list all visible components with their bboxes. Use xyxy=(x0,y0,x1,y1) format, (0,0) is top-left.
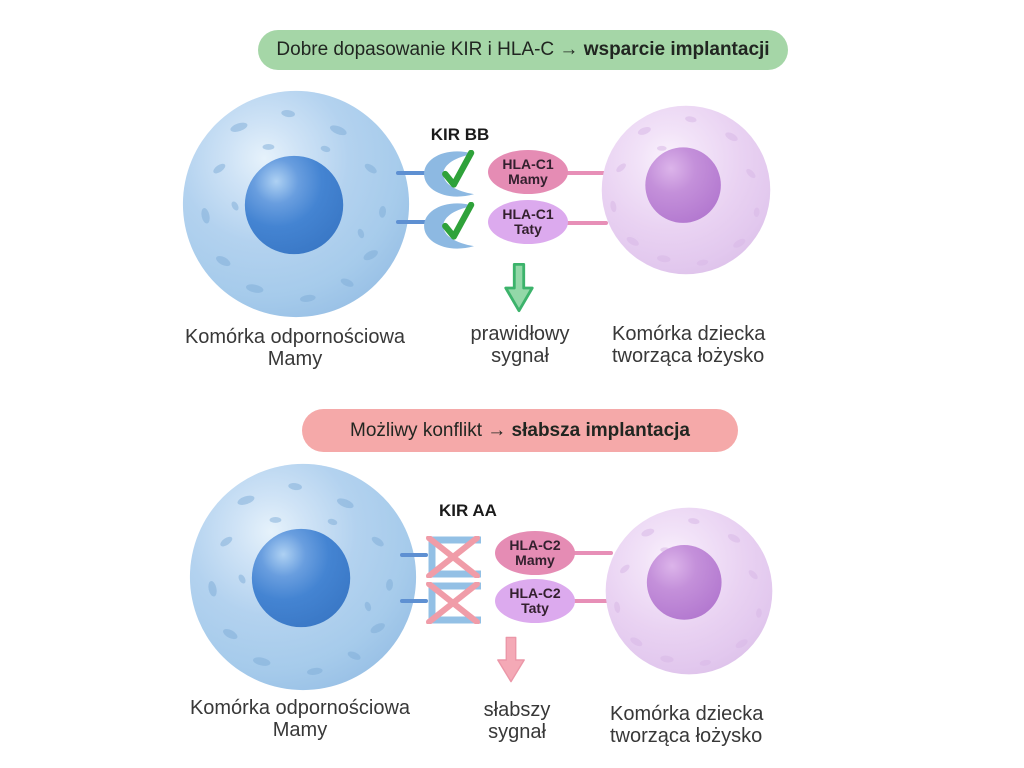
cell-speckles xyxy=(610,116,760,266)
hla-c1-taty-oval: HLA-C1 Taty xyxy=(488,200,568,244)
connector-line xyxy=(396,220,428,224)
cell-speckles xyxy=(201,109,387,302)
cross-icon xyxy=(426,582,480,624)
connector-line xyxy=(564,171,608,175)
cell-speckles xyxy=(614,518,762,666)
caption-line: Mamy xyxy=(272,719,328,741)
kir-aa-label: KIR AA xyxy=(439,501,497,520)
cell-nucleus xyxy=(645,147,721,223)
kir-receptor-match xyxy=(424,150,475,197)
banner-text-bold: słabsza implantacja xyxy=(511,419,690,441)
mother-immune-cell-illustration xyxy=(182,90,410,318)
caption-line: sygnał xyxy=(491,345,549,367)
caption-line: Mamy xyxy=(267,348,323,370)
hla-label: Taty xyxy=(514,221,542,237)
child-placenta-cell-illustration xyxy=(605,507,773,675)
banner-text: Dobre dopasowanie KIR i HLA-C → xyxy=(276,39,584,60)
caption-line: tworząca łożysko xyxy=(610,725,763,747)
banner-text-bold: wsparcie implantacji xyxy=(583,39,770,60)
kir-receptor-mismatch xyxy=(426,582,481,624)
connector-line xyxy=(571,551,613,555)
cell-nucleus xyxy=(646,545,722,620)
banner-text: Możliwy konflikt → xyxy=(350,419,512,441)
hla-label: Mamy xyxy=(515,552,555,568)
caption-line: tworząca łożysko xyxy=(612,345,765,367)
hla-label: Mamy xyxy=(508,171,548,187)
caption-line: Komórka odpornościowa xyxy=(189,697,411,719)
mother-cell-label: Komórka odpornościowa Mamy xyxy=(165,326,425,370)
caption-line: sygnał xyxy=(488,721,546,743)
cell-nucleus xyxy=(251,528,351,628)
checkmark-icon xyxy=(442,150,475,188)
weak-signal-caption: słabszy sygnał xyxy=(452,699,582,743)
caption-line: słabszy xyxy=(483,699,551,721)
caption-line: Komórka dziecka xyxy=(610,703,764,725)
hla-label: HLA-C2 xyxy=(509,585,561,601)
connector-line xyxy=(400,599,428,603)
caption-line: Komórka odpornościowa xyxy=(184,326,406,348)
cell-nucleus xyxy=(244,155,344,255)
child-cell-label: Komórka dziecka tworząca łożysko xyxy=(612,323,797,367)
good-signal-caption: prawidłowy sygnał xyxy=(450,323,590,367)
hla-c2-mamy-oval: HLA-C2 Mamy xyxy=(495,531,575,575)
cell-speckles xyxy=(208,482,394,675)
weak-signal-arrow-icon xyxy=(497,636,525,683)
hla-label: HLA-C1 xyxy=(502,156,554,172)
kir-receptor-match xyxy=(424,202,475,249)
mother-cell-label: Komórka odpornościowa Mamy xyxy=(170,697,430,741)
hla-c1-mamy-oval: HLA-C1 Mamy xyxy=(488,150,568,194)
connector-line xyxy=(400,553,428,557)
child-placenta-cell-illustration xyxy=(601,105,771,275)
connector-line xyxy=(396,171,428,175)
hla-label: Taty xyxy=(521,600,549,616)
good-match-banner: Dobre dopasowanie KIR i HLA-C → wsparcie… xyxy=(258,30,788,70)
mother-immune-cell-illustration xyxy=(189,463,417,691)
checkmark-icon xyxy=(442,202,475,240)
connector-line xyxy=(571,599,613,603)
caption-line: Komórka dziecka xyxy=(612,323,766,345)
connector-line xyxy=(564,221,608,225)
caption-line: prawidłowy xyxy=(470,323,570,345)
good-signal-arrow-icon xyxy=(504,262,534,313)
kir-bb-label: KIR BB xyxy=(430,125,490,144)
child-cell-label: Komórka dziecka tworząca łożysko xyxy=(610,703,795,747)
conflict-banner: Możliwy konflikt → słabsza implantacja xyxy=(302,409,738,452)
hla-label: HLA-C1 xyxy=(502,206,554,222)
hla-c2-taty-oval: HLA-C2 Taty xyxy=(495,579,575,623)
kir-receptor-mismatch xyxy=(426,536,481,578)
cross-icon xyxy=(426,536,480,578)
hla-label: HLA-C2 xyxy=(509,537,561,553)
